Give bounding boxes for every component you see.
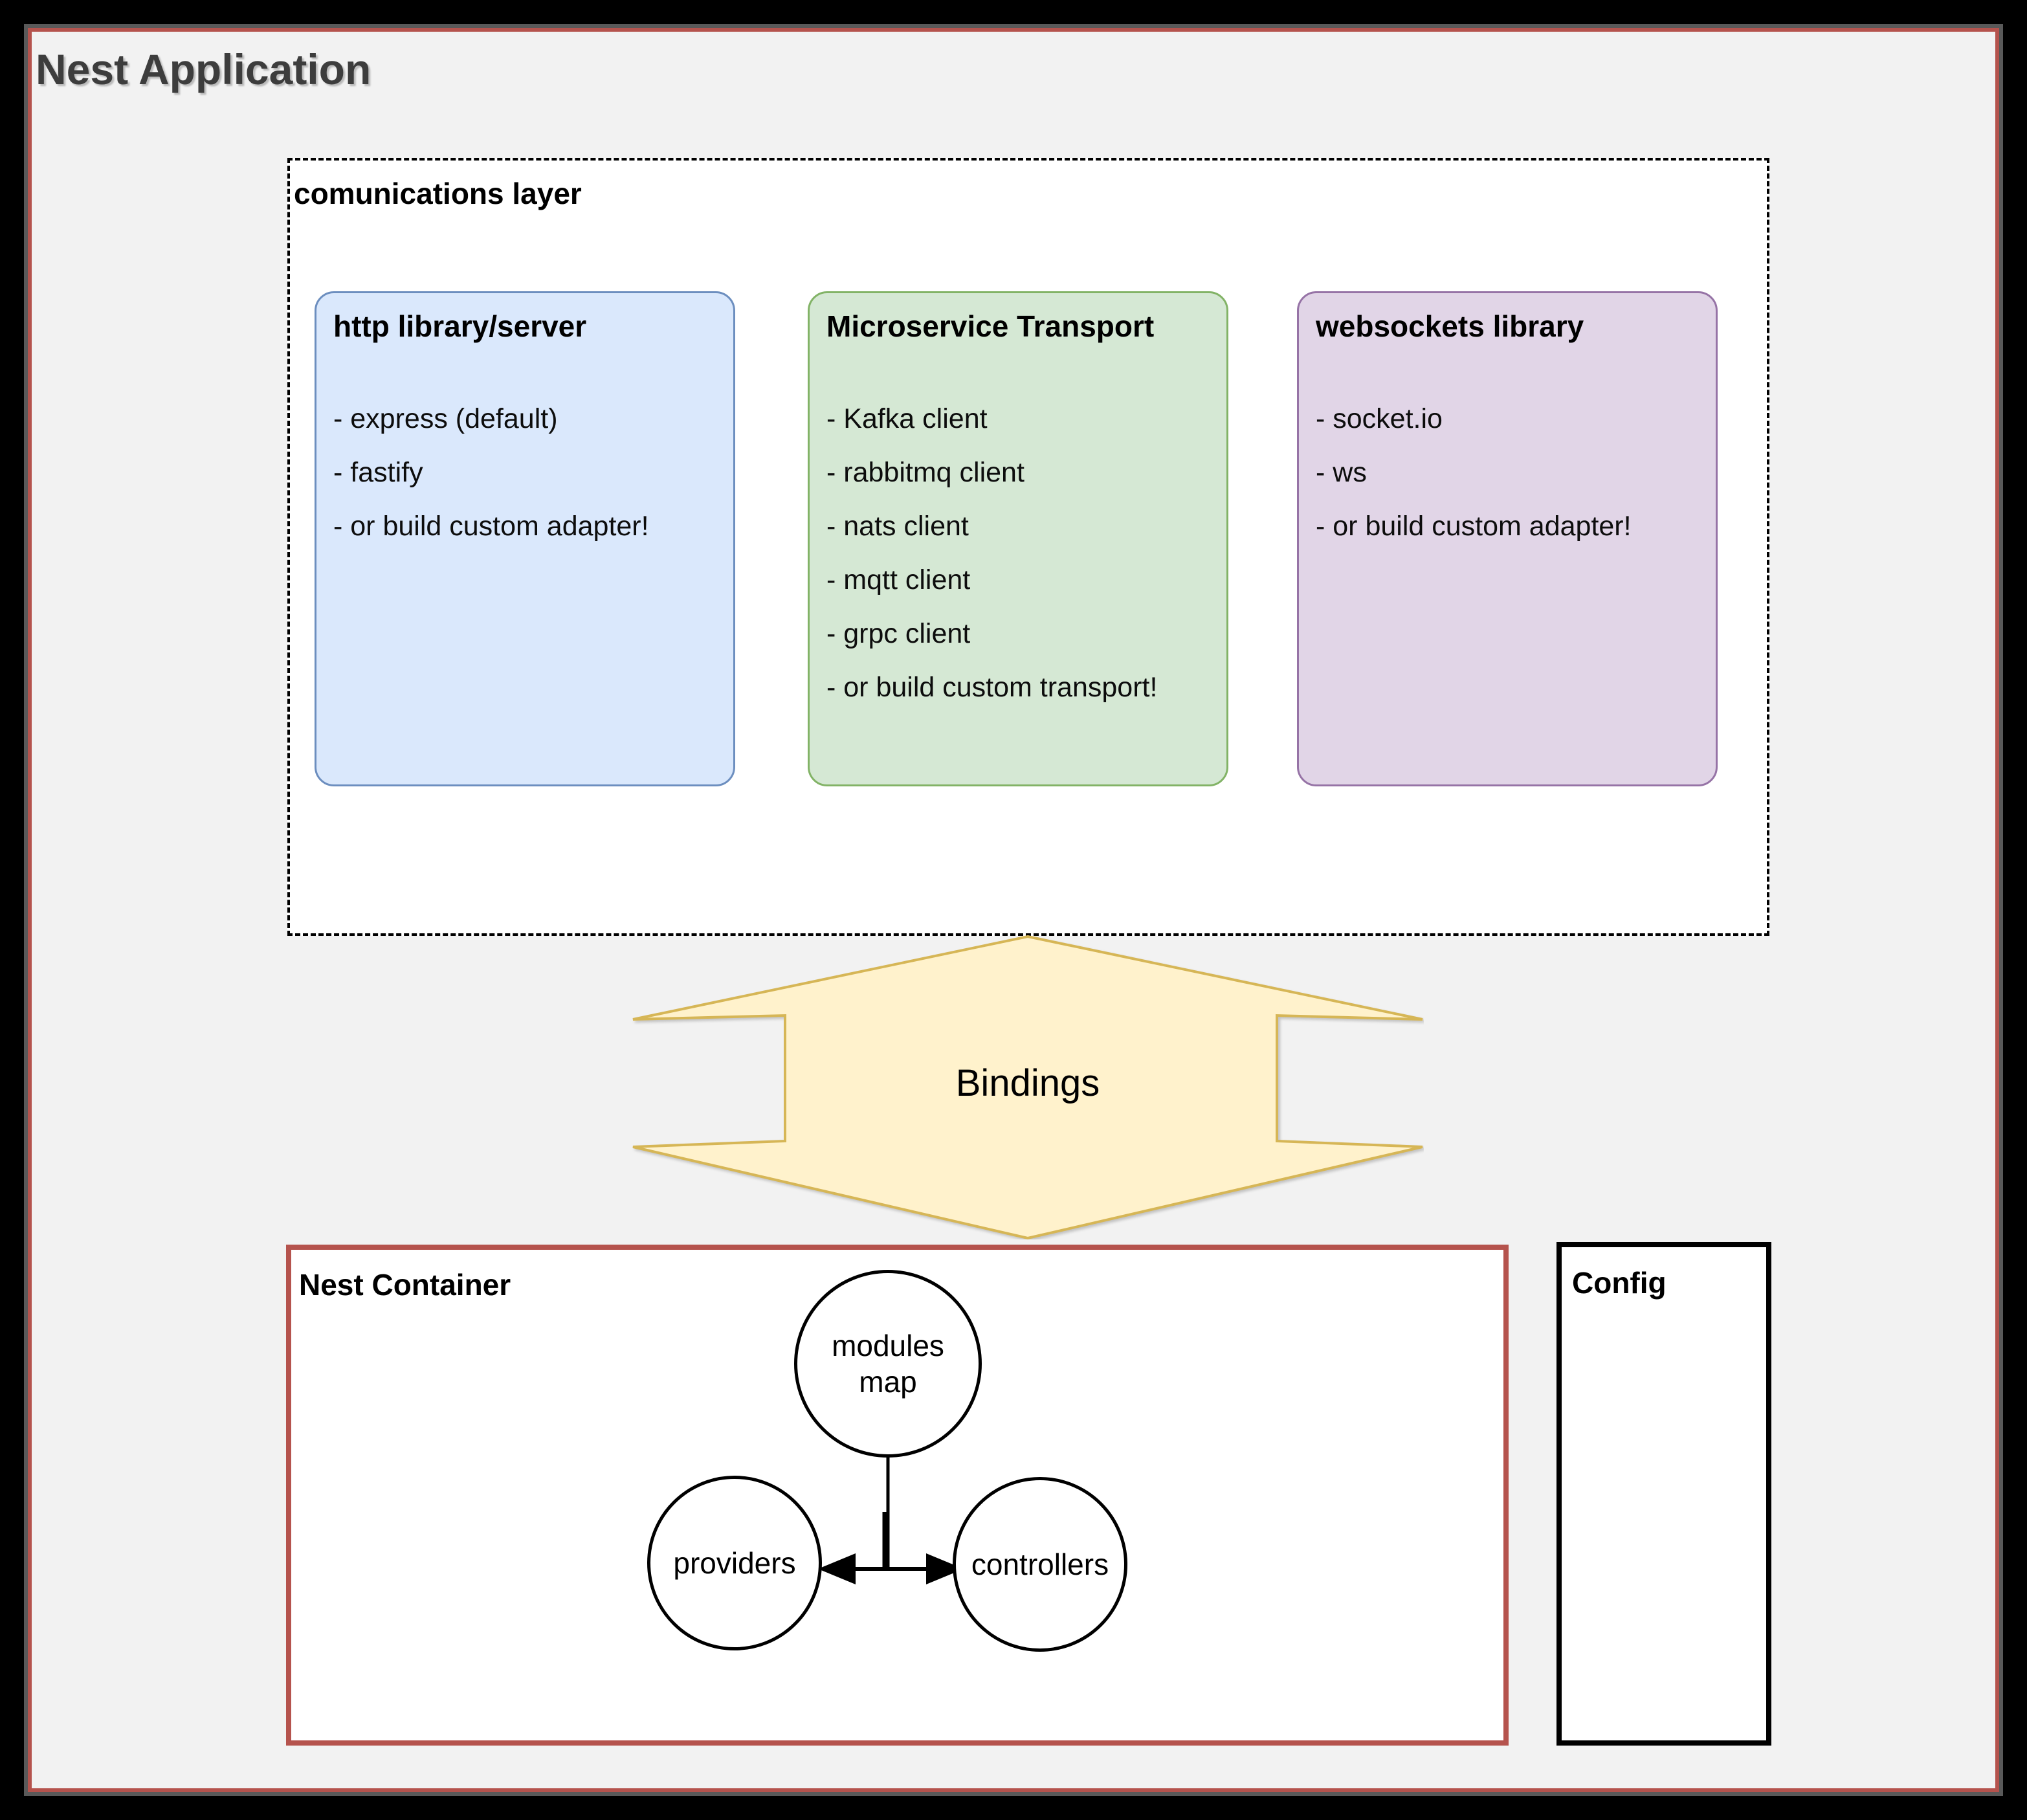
card-item: - rabbitmq client: [826, 457, 1025, 488]
controllers-label: controllers: [971, 1548, 1109, 1581]
card-item: - fastify: [333, 457, 423, 488]
http-library-card-items: - express (default) - fastify - or build…: [333, 392, 716, 553]
ellipse-modules-map: modules map: [794, 1270, 982, 1458]
bindings-arrow-shape: [632, 935, 1423, 1239]
ellipse-providers: providers: [647, 1476, 822, 1650]
providers-label: providers: [673, 1546, 796, 1580]
card-item: - express (default): [333, 403, 558, 434]
nest-application-panel: Nest Application comunications layer htt…: [24, 24, 2003, 1796]
card-item: - or build custom adapter!: [333, 511, 649, 542]
bindings-arrow: Bindings: [632, 935, 1423, 1239]
left-arrowhead: [818, 1553, 856, 1584]
ellipse-controllers: controllers: [953, 1477, 1127, 1652]
bindings-label: Bindings: [956, 1062, 1100, 1104]
websockets-library-card: websockets library - socket.io - ws - or…: [1297, 291, 1718, 786]
config-box: Config: [1556, 1242, 1771, 1746]
microservice-transport-card-title: Microservice Transport: [826, 309, 1155, 343]
card-item: - mqtt client: [826, 564, 971, 595]
card-item: - nats client: [826, 511, 969, 542]
microservice-transport-card: Microservice Transport - Kafka client - …: [808, 291, 1228, 786]
card-item: - Kafka client: [826, 403, 988, 434]
communications-layer-box: comunications layer http library/server …: [287, 158, 1769, 936]
http-library-card: http library/server - express (default) …: [315, 291, 735, 786]
nest-container-label: Nest Container: [299, 1268, 511, 1302]
nest-container-box: Nest Container modules map providers con…: [286, 1245, 1509, 1746]
page-title: Nest Application: [36, 45, 371, 93]
microservice-transport-card-items: - Kafka client - rabbitmq client - nats …: [826, 392, 1210, 715]
card-item: - grpc client: [826, 618, 971, 649]
websockets-library-card-title: websockets library: [1316, 309, 1584, 343]
websockets-library-card-items: - socket.io - ws - or build custom adapt…: [1316, 392, 1699, 553]
communications-layer-label: comunications layer: [294, 177, 582, 210]
card-item: - socket.io: [1316, 403, 1443, 434]
card-item: - ws: [1316, 457, 1367, 488]
http-library-card-title: http library/server: [333, 309, 587, 343]
card-item: - or build custom adapter!: [1316, 511, 1632, 542]
config-label: Config: [1572, 1266, 1667, 1300]
modules-map-label: modules map: [832, 1329, 944, 1399]
card-item: - or build custom transport!: [826, 672, 1158, 703]
